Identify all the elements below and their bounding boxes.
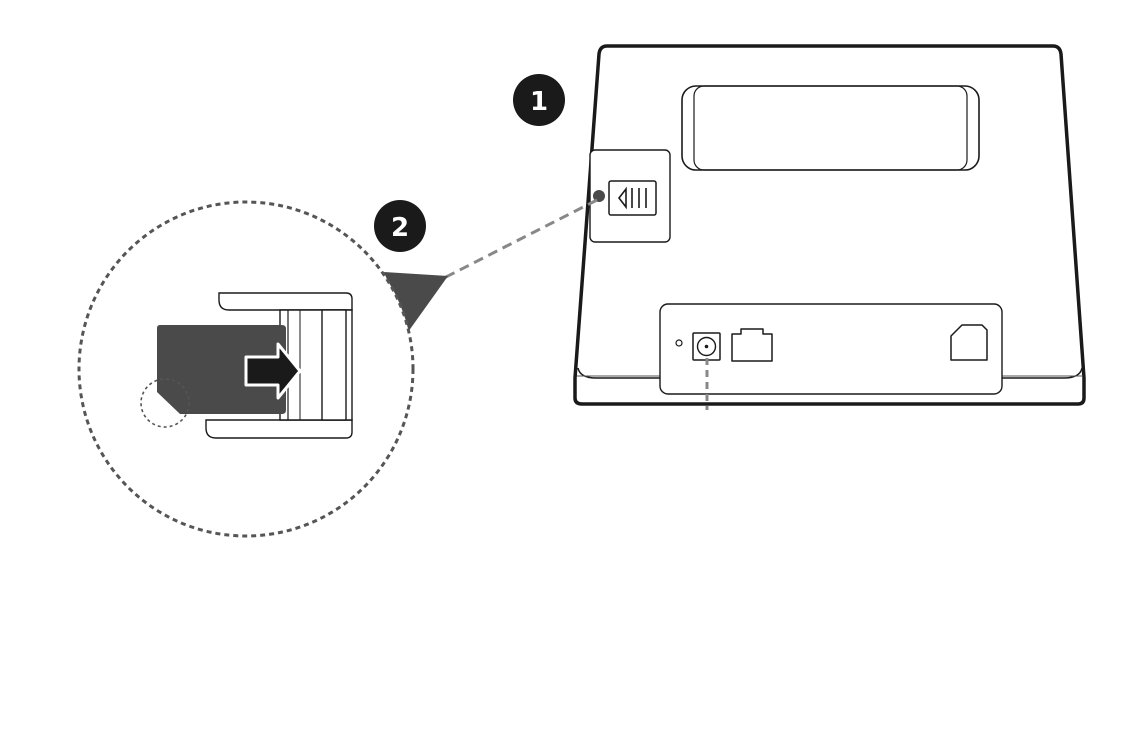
sim-tray-bottom-rail bbox=[205, 419, 353, 439]
step-badge-1-label: 1 bbox=[530, 87, 548, 117]
step-badge-2-circle bbox=[374, 200, 426, 252]
callout-pointer bbox=[384, 272, 448, 332]
step-badge-1-circle bbox=[513, 74, 565, 126]
sim-tray-latch bbox=[321, 309, 347, 421]
port-panel bbox=[659, 303, 1003, 395]
sim-detail-magnifier bbox=[77, 200, 415, 538]
power-port-jack bbox=[696, 336, 717, 357]
step-badge-2: 2 bbox=[374, 200, 426, 252]
sim-slot-eject-icon bbox=[617, 186, 647, 210]
router-rear-view bbox=[573, 44, 1086, 410]
step-badge-2-label: 2 bbox=[391, 213, 409, 243]
reset-hole bbox=[675, 339, 683, 347]
insert-arrow-icon bbox=[244, 342, 302, 400]
phone-port bbox=[950, 324, 988, 361]
power-port-pin bbox=[704, 344, 709, 349]
callout-connector bbox=[384, 198, 598, 332]
lan-port bbox=[731, 328, 773, 362]
callout-dashed-line bbox=[443, 198, 598, 280]
sim-tray-top-rail bbox=[218, 292, 353, 311]
router-handle-recess-inner bbox=[693, 85, 968, 171]
sim-card bbox=[157, 325, 286, 414]
router-handle-recess bbox=[681, 85, 980, 171]
step-badge-1: 1 bbox=[513, 74, 565, 126]
sim-notch-highlight bbox=[140, 378, 190, 428]
